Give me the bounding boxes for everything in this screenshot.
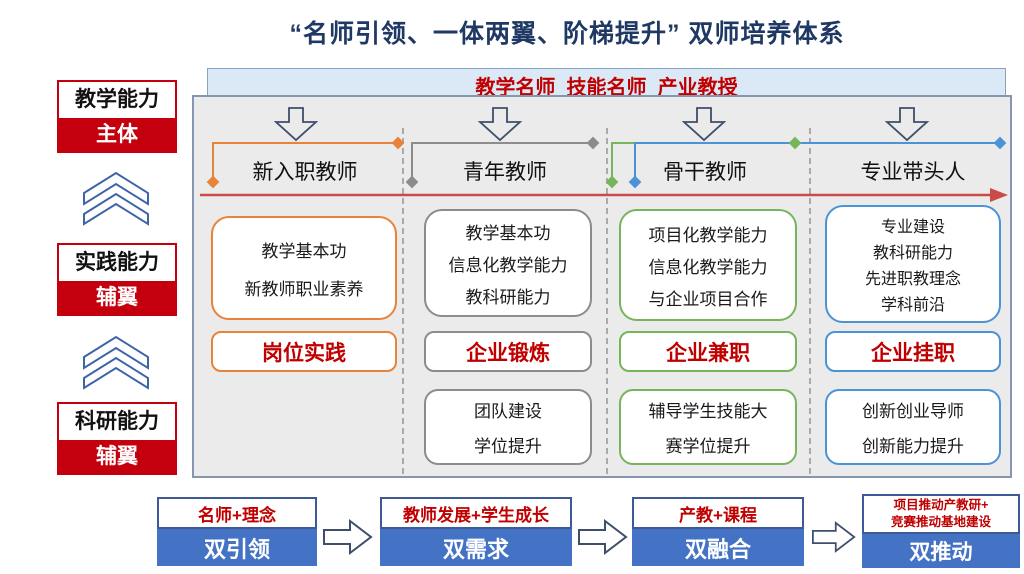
role-label: 主体 <box>59 118 175 151</box>
skill-line: 项目化教学能力 <box>648 225 768 245</box>
skills-box: 教学基本功 信息化教学能力 教科研能力 <box>424 209 592 317</box>
footer-stage-demand: 教师发展+学生成长 双需求 <box>380 497 572 566</box>
skill-line: 专业建设 <box>880 219 945 236</box>
skill-line: 与企业项目合作 <box>648 289 768 309</box>
extra-line: 创新创业导师 <box>862 402 964 421</box>
role-label: 辅翼 <box>59 281 175 314</box>
stage-result: 双引领 <box>157 529 317 566</box>
banner-label: 教学名师 技能名师 产业教授 <box>475 77 738 99</box>
skills-box: 项目化教学能力 信息化教学能力 与企业项目合作 <box>619 209 797 321</box>
stage-result: 双融合 <box>632 529 804 566</box>
ability-label: 教学能力 <box>59 82 175 118</box>
footer-stage-leading: 名师+理念 双引领 <box>157 497 317 566</box>
extra-line: 赛学位提升 <box>665 437 751 456</box>
down-arrow-icon <box>273 107 930 142</box>
extra-line: 辅导学生技能大 <box>648 402 768 421</box>
timeline-arrow-icon <box>200 188 1008 202</box>
ability-label: 实践能力 <box>59 245 175 281</box>
ability-label: 科研能力 <box>59 404 175 440</box>
extras-box: 创新创业导师 创新能力提升 <box>825 389 1001 465</box>
sidebar-item-research: 科研能力 辅翼 <box>57 402 177 475</box>
skill-line: 新教师职业素养 <box>244 279 364 299</box>
chevron-up-icon <box>83 171 149 226</box>
page-title: “名师引领、一体两翼、阶梯提升” 双师培养体系 <box>289 20 845 48</box>
extras-box: 团队建设 学位提升 <box>424 389 592 465</box>
column-header-program-leader: 专业带头人 <box>860 161 966 184</box>
practice-box: 企业挂职 <box>825 331 1001 372</box>
footer-stage-integration: 产教+课程 双融合 <box>632 497 804 566</box>
role-label: 辅翼 <box>59 440 175 473</box>
practice-box: 企业锻炼 <box>424 331 592 372</box>
stage-result: 双需求 <box>380 529 572 566</box>
skill-line: 学科前沿 <box>880 297 945 314</box>
extra-line: 创新能力提升 <box>862 437 964 456</box>
skill-line: 教学基本功 <box>261 241 347 261</box>
stage-theme: 名师+理念 <box>157 497 317 529</box>
stage-theme: 项目推动产教研+ 竞赛推动基地建设 <box>862 494 1020 534</box>
skills-box: 专业建设 教科研能力 先进职教理念 学科前沿 <box>825 205 1001 323</box>
sidebar-item-teaching: 教学能力 主体 <box>57 80 177 153</box>
right-arrow-icon <box>578 519 628 555</box>
practice-box: 企业兼职 <box>619 331 797 372</box>
column-header-young-teacher: 青年教师 <box>463 161 547 184</box>
right-arrow-icon <box>323 519 373 555</box>
extras-box: 辅导学生技能大 赛学位提升 <box>619 389 797 465</box>
stage-theme: 产教+课程 <box>632 497 804 529</box>
skill-line: 信息化教学能力 <box>648 257 768 277</box>
column-header-backbone-teacher: 骨干教师 <box>663 161 747 184</box>
skill-line: 信息化教学能力 <box>448 255 568 275</box>
skill-line: 教学基本功 <box>465 223 551 243</box>
chevron-up-icon <box>83 335 149 390</box>
skills-box: 教学基本功 新教师职业素养 <box>211 216 397 320</box>
right-arrow-icon <box>812 521 856 553</box>
skill-line: 教科研能力 <box>465 287 551 307</box>
skill-line: 教科研能力 <box>872 245 953 262</box>
practice-box: 岗位实践 <box>211 331 397 372</box>
stage-theme: 教师发展+学生成长 <box>380 497 572 529</box>
footer-stage-promotion: 项目推动产教研+ 竞赛推动基地建设 双推动 <box>862 494 1020 568</box>
sidebar-item-practice: 实践能力 辅翼 <box>57 243 177 316</box>
extra-line: 团队建设 <box>474 402 542 421</box>
extra-line: 学位提升 <box>474 437 542 456</box>
column-brackets-graphic <box>200 107 1008 476</box>
column-header-new-teacher: 新入职教师 <box>252 161 358 184</box>
skill-line: 先进职教理念 <box>864 271 961 288</box>
stage-result: 双推动 <box>862 534 1020 568</box>
